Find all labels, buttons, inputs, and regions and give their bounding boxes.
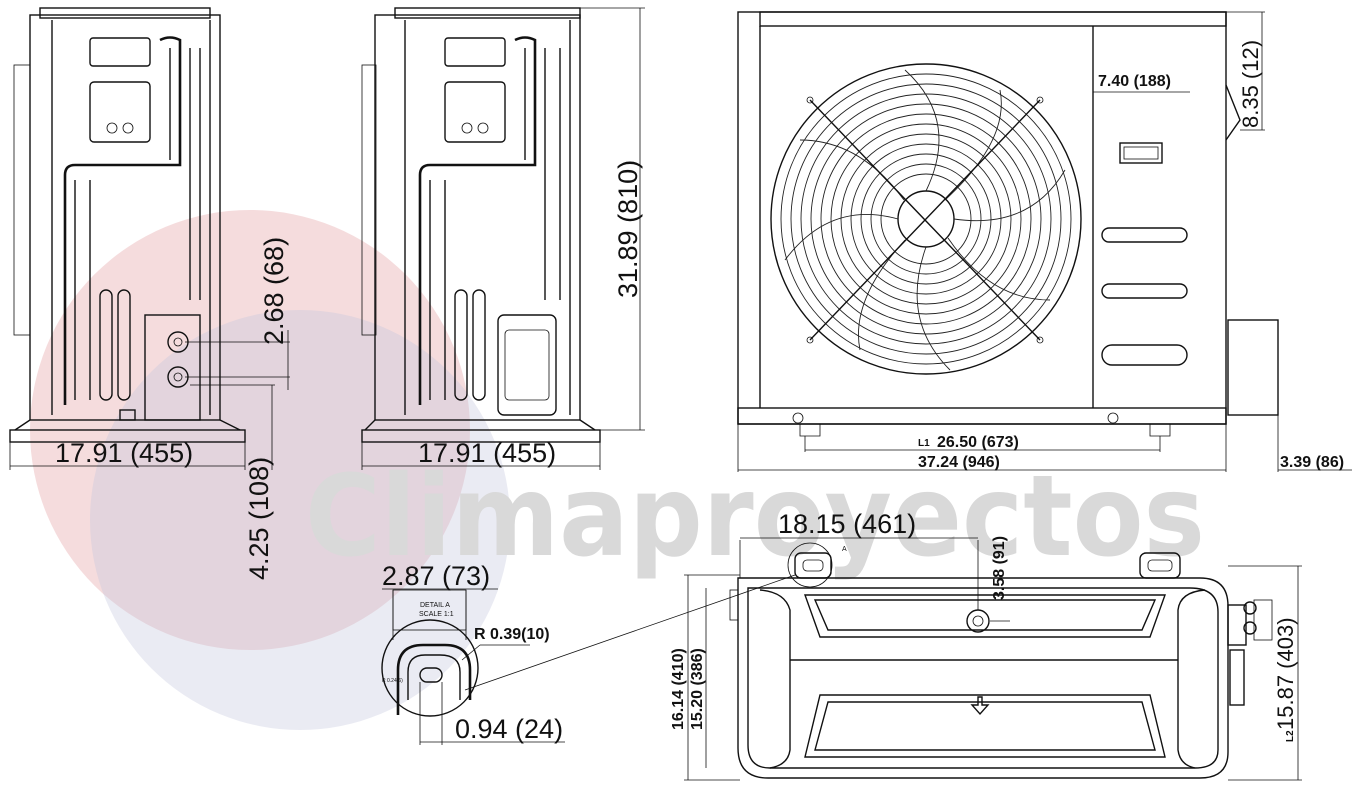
side1-pipe-spacing-label: 2.68 (68) xyxy=(259,237,289,345)
top-outer-depth-label: 16.14 (410) xyxy=(670,648,687,730)
fan-grille xyxy=(770,63,1082,375)
top-marker-label: A xyxy=(842,546,847,553)
front-top-offset-label: 8.35 (12) xyxy=(1238,40,1263,128)
front-base-height-label: 3.39 (86) xyxy=(1280,454,1344,471)
front-service-panel-label: 7.40 (188) xyxy=(1098,73,1171,90)
top-right-depth-label: 15.87 (403) xyxy=(1273,617,1298,730)
side2-width-label: 17.91 (455) xyxy=(418,438,556,468)
detail-scale: SCALE 1:1 xyxy=(419,611,454,618)
watermark-red-circle xyxy=(30,210,470,650)
top-offset-label: 3.58 (91) xyxy=(991,536,1008,600)
watermark-text: Climaproyectos xyxy=(305,452,1205,582)
detail-a: DETAIL A SCALE 1:1 R 0.24(6) 2.87 (73) R… xyxy=(381,561,565,745)
detail-width-label: 2.87 (73) xyxy=(382,561,490,591)
side1-width-label: 17.91 (455) xyxy=(55,438,193,468)
top-inner-depth-label: 15.20 (386) xyxy=(689,648,706,730)
detail-title: DETAIL A xyxy=(420,602,450,609)
front-mount-spacing-label: 26.50 (673) xyxy=(937,434,1019,451)
side1-base-offset-label: 4.25 (108) xyxy=(244,457,274,580)
detail-small-radius-label: R 0.24(6) xyxy=(382,678,403,684)
top-depth-prefix: L2 xyxy=(1285,730,1296,742)
top-width-label: 18.15 (461) xyxy=(778,509,916,539)
side2-height-label: 31.89 (810) xyxy=(613,160,643,298)
detail-radius-label: R 0.39(10) xyxy=(474,626,550,643)
side-view-2: 17.91 (455) 31.89 (810) xyxy=(361,7,645,470)
front-view: 7.40 (188) 8.35 (12) L1 26.50 (673) 37.2… xyxy=(737,11,1352,472)
front-total-width-label: 37.24 (946) xyxy=(918,454,1000,471)
detail-slot-label: 0.94 (24) xyxy=(455,714,563,744)
side-view-1: 17.91 (455) 2.68 (68) 4.25 (108) xyxy=(9,7,290,580)
top-view: 18.15 (461) A 3.58 (91) 16.14 (410) 15.2… xyxy=(464,509,1302,781)
front-mount-prefix: L1 xyxy=(918,438,930,449)
